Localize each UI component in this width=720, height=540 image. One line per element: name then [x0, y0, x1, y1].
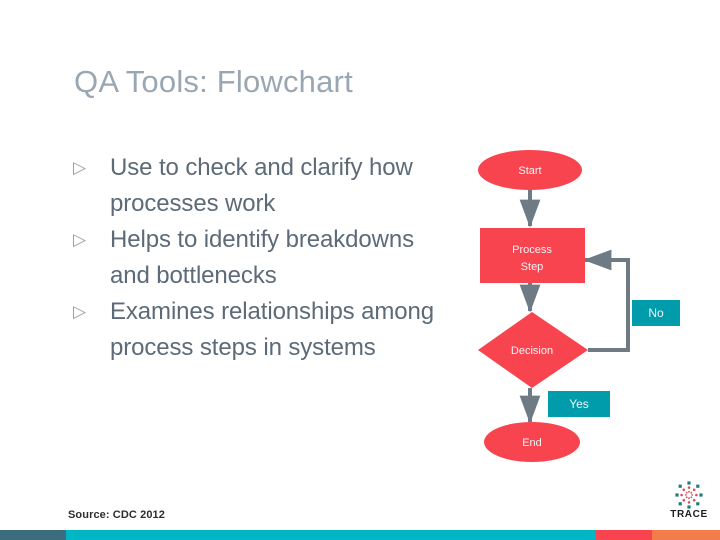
trace-wordmark: TRACE — [670, 509, 708, 520]
edge-tag-no-label: No — [648, 306, 664, 320]
trace-starburst-icon — [675, 481, 703, 509]
flowchart-diagram: Start Process Step Decision End No Yes — [455, 140, 700, 475]
flow-node-end[interactable]: End — [484, 422, 580, 462]
flow-node-end-label: End — [522, 437, 542, 449]
edge-tag-yes-label: Yes — [569, 397, 589, 411]
trace-logo: TRACE — [662, 481, 716, 521]
list-item-label: Helps to identify breakdowns and bottlen… — [110, 226, 415, 289]
bar-segment-slate — [0, 530, 66, 540]
list-item: ▷ Use to check and clarify how processes… — [70, 150, 442, 222]
flow-node-start-label: Start — [518, 165, 541, 177]
edge-tag-no[interactable]: No — [632, 300, 680, 326]
connector-decision-loop-to-process — [583, 249, 630, 352]
page-title: QA Tools: Flowchart — [74, 64, 353, 99]
list-item: ▷ Helps to identify breakdowns and bottl… — [70, 222, 442, 294]
flow-node-decision-label: Decision — [511, 345, 553, 357]
flow-node-decision[interactable]: Decision — [478, 312, 588, 388]
list-item-label: Use to check and clarify how processes w… — [110, 154, 413, 217]
flow-node-process-step[interactable]: Process Step — [480, 228, 585, 283]
flow-node-process-step-label-line1: Process — [512, 244, 552, 256]
list-item-label: Examines relationships among process ste… — [110, 298, 435, 361]
bullet-list: ▷ Use to check and clarify how processes… — [70, 150, 442, 366]
edge-tag-yes[interactable]: Yes — [548, 391, 610, 417]
triangle-bullet-icon: ▷ — [73, 302, 87, 321]
flow-node-start[interactable]: Start — [478, 150, 582, 190]
triangle-bullet-icon: ▷ — [73, 230, 87, 249]
flowchart-canvas: Start Process Step Decision End No Yes — [478, 150, 680, 462]
source-citation: Source: CDC 2012 — [68, 509, 165, 521]
bar-segment-orange — [652, 530, 720, 540]
bar-segment-teal — [66, 530, 596, 540]
flow-node-process-step-label-line2: Step — [521, 261, 544, 273]
bar-segment-red — [596, 530, 652, 540]
triangle-bullet-icon: ▷ — [73, 158, 87, 177]
bottom-accent-bar — [0, 530, 720, 540]
list-item: ▷ Examines relationships among process s… — [70, 294, 442, 366]
